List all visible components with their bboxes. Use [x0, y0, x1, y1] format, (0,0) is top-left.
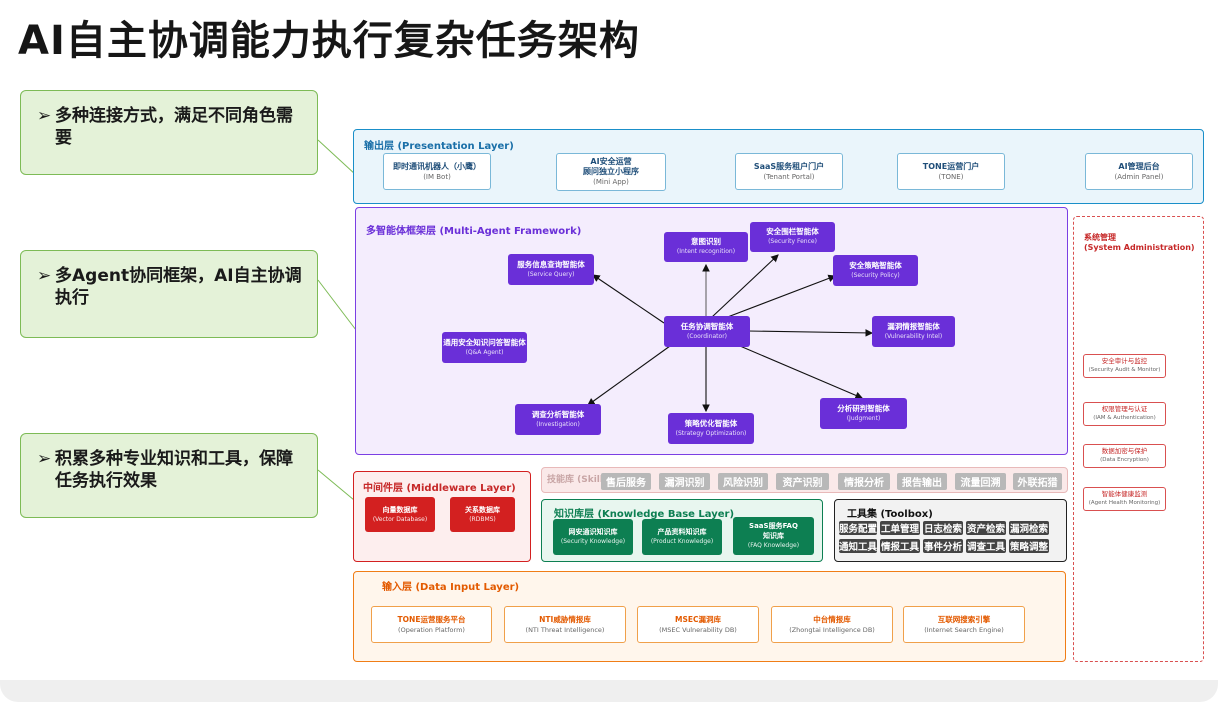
tool-item: 日志检索	[923, 521, 963, 535]
qa-agent: 通用安全知识问答智能体(Q&A Agent)	[442, 332, 527, 363]
vulnerability-intel-agent: 漏洞情报智能体(Vulnerability Intel)	[872, 316, 955, 347]
page-title: AI自主协调能力执行复杂任务架构	[18, 18, 640, 64]
faq-knowledge-node: SaaS服务FAQ 知识库(FAQ Knowledge)	[733, 517, 814, 555]
arrow-bullet-icon: ➢	[37, 449, 52, 469]
tool-item: 通知工具	[839, 539, 877, 553]
skill-item: 外联拓猎	[1013, 473, 1062, 490]
arrow-to-investigation	[587, 345, 671, 406]
arrow-to-judgment	[739, 345, 864, 399]
skill-item: 风险识别	[718, 473, 768, 490]
investigation-agent: 调查分析智能体(Investigation)	[515, 404, 601, 435]
tool-item: 事件分析	[923, 539, 963, 553]
im-bot-node: 即时通讯机器人（小鹰）(IM Bot)	[383, 153, 491, 190]
intent-recognition-agent: 意图识别(Intent recognition)	[664, 232, 748, 262]
arrow-bullet-icon: ➢	[37, 266, 52, 286]
service-query-agent: 服务信息查询智能体(Service Query)	[508, 254, 594, 285]
tool-item: 情报工具	[880, 539, 920, 553]
middleware-layer-title: 中间件层 (Middleware Layer)	[363, 483, 516, 494]
agent-health-node: 智能体健康监测(Agent Health Monitoring)	[1083, 487, 1166, 511]
skill-layer-title: 技能库 (Skill)	[547, 475, 608, 485]
callout-text: 多种连接方式，满足不同角色需要	[55, 106, 293, 148]
callout-text: 多Agent协同框架，AI自主协调执行	[55, 266, 302, 308]
mini-app-node: AI安全运营 顾问独立小程序(Mini App)	[556, 153, 666, 191]
iam-node: 权限管理与认证(IAM & Authentication)	[1083, 402, 1166, 426]
callout-multi-agent: ➢多Agent协同框架，AI自主协调执行	[20, 250, 318, 338]
operation-platform-node: TONE运营服务平台(Operation Platform)	[371, 606, 492, 643]
skill-item: 售后服务	[601, 473, 651, 490]
product-knowledge-node: 产品资料知识库(Product Knowledge)	[642, 519, 722, 555]
tool-item: 资产检索	[966, 521, 1006, 535]
arrow-to-policy	[724, 274, 837, 319]
connector-1	[317, 139, 357, 176]
data-encryption-node: 数据加密与保护(Data Encryption)	[1083, 444, 1166, 468]
internet-search-node: 互联网搜索引擎(Internet Search Engine)	[903, 606, 1025, 643]
arrow-to-service-query	[592, 274, 665, 324]
nti-threat-intel-node: NTI威胁情报库(NTI Threat Intelligence)	[504, 606, 626, 643]
security-knowledge-node: 网安通识知识库(Security Knowledge)	[553, 519, 633, 555]
connector-2	[317, 279, 357, 331]
tool-item: 策略调整	[1009, 539, 1049, 553]
admin-panel-node: AI管理后台(Admin Panel)	[1085, 153, 1193, 190]
callout-connection-methods: ➢多种连接方式，满足不同角色需要	[20, 90, 318, 175]
skill-item: 漏洞识别	[659, 473, 710, 490]
bottom-band	[0, 680, 1218, 702]
system-admin-title: 系统管理 (System Administration)	[1084, 233, 1195, 252]
presentation-layer-title: 输出层 (Presentation Layer)	[364, 141, 514, 152]
system-admin-panel: 系统管理 (System Administration)	[1073, 216, 1204, 662]
connector-3	[317, 469, 355, 501]
tool-item: 调查工具	[966, 539, 1006, 553]
arrow-to-fence	[711, 254, 779, 318]
skill-item: 资产识别	[776, 473, 829, 490]
security-fence-agent: 安全围栏智能体(Security Fence)	[750, 222, 835, 252]
skill-item: 情报分析	[838, 473, 890, 490]
arrow-bullet-icon: ➢	[37, 106, 52, 126]
knowledge-layer-title: 知识库层 (Knowledge Base Layer)	[554, 509, 735, 520]
multi-agent-layer-title: 多智能体框架层 (Multi-Agent Framework)	[366, 226, 582, 237]
msec-vuln-db-node: MSEC漏洞库(MSEC Vulnerability DB)	[637, 606, 759, 643]
callout-text: 积累多种专业知识和工具，保障任务执行效果	[55, 449, 293, 491]
tenant-portal-node: SaaS服务租户门户(Tenant Portal)	[735, 153, 843, 190]
vector-db-node: 向量数据库(Vector Database)	[365, 497, 435, 532]
judgment-agent: 分析研判智能体(Judgment)	[820, 398, 907, 429]
toolbox-title: 工具集 (Toolbox)	[847, 509, 933, 520]
security-audit-node: 安全审计与监控(Security Audit & Monitor)	[1083, 354, 1166, 378]
strategy-optimization-agent: 策略优化智能体(Strategy Optimization)	[668, 413, 754, 444]
input-layer-title: 输入层 (Data Input Layer)	[382, 582, 520, 593]
security-policy-agent: 安全策略智能体(Security Policy)	[833, 255, 918, 286]
callout-knowledge-tools: ➢积累多种专业知识和工具，保障任务执行效果	[20, 433, 318, 518]
tool-item: 服务配置	[839, 521, 877, 535]
tool-item: 漏洞检索	[1009, 521, 1049, 535]
skill-item: 流量回溯	[955, 473, 1006, 490]
zhongtai-intel-node: 中台情报库(Zhongtai Intelligence DB)	[771, 606, 893, 643]
tone-portal-node: TONE运营门户(TONE)	[897, 153, 1005, 190]
rdbms-node: 关系数据库(RDBMS)	[450, 497, 515, 532]
arrow-to-vuln-intel	[747, 329, 874, 337]
skill-item: 报告输出	[897, 473, 947, 490]
tool-item: 工单管理	[880, 521, 920, 535]
coordinator-agent: 任务协调智能体(Coordinator)	[664, 316, 750, 347]
